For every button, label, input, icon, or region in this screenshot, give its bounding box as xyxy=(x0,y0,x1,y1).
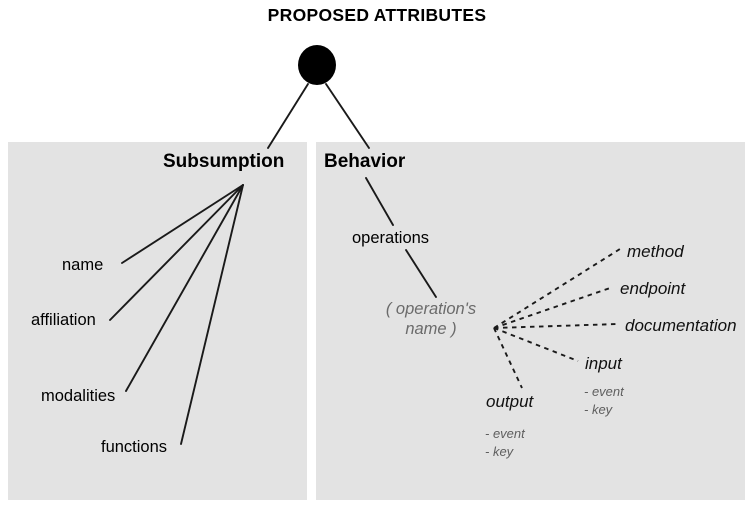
root-node-circle xyxy=(298,45,336,85)
input-sub-key: - key xyxy=(584,401,613,417)
node-operations[interactable]: operations xyxy=(352,229,430,247)
node-operation-name-placeholder: ( operation's name ) xyxy=(385,300,477,339)
attribute-name[interactable]: name xyxy=(62,256,104,274)
branch-heading-behavior[interactable]: Behavior xyxy=(324,151,406,172)
page-title: PROPOSED ATTRIBUTES xyxy=(267,5,487,25)
edge-root-to-subsumption xyxy=(267,83,309,149)
attribute-output-sublist: - event - key xyxy=(485,425,525,460)
attribute-modalities[interactable]: modalities xyxy=(41,387,116,405)
attribute-method[interactable]: method xyxy=(627,242,684,261)
attribute-input[interactable]: input xyxy=(585,354,622,373)
attribute-affiliation[interactable]: affiliation xyxy=(31,311,96,329)
attribute-endpoint[interactable]: endpoint xyxy=(620,279,686,298)
input-sub-event: - event xyxy=(584,384,624,399)
output-sub-key: - key xyxy=(485,443,514,459)
edge-root-to-behavior xyxy=(325,83,370,149)
attribute-functions[interactable]: functions xyxy=(101,438,168,456)
output-sub-event: - event xyxy=(485,426,525,441)
attribute-output[interactable]: output xyxy=(486,392,534,411)
attribute-input-sublist: - event - key xyxy=(584,383,624,418)
branch-heading-subsumption[interactable]: Subsumption xyxy=(163,151,285,172)
attribute-documentation[interactable]: documentation xyxy=(625,316,737,335)
